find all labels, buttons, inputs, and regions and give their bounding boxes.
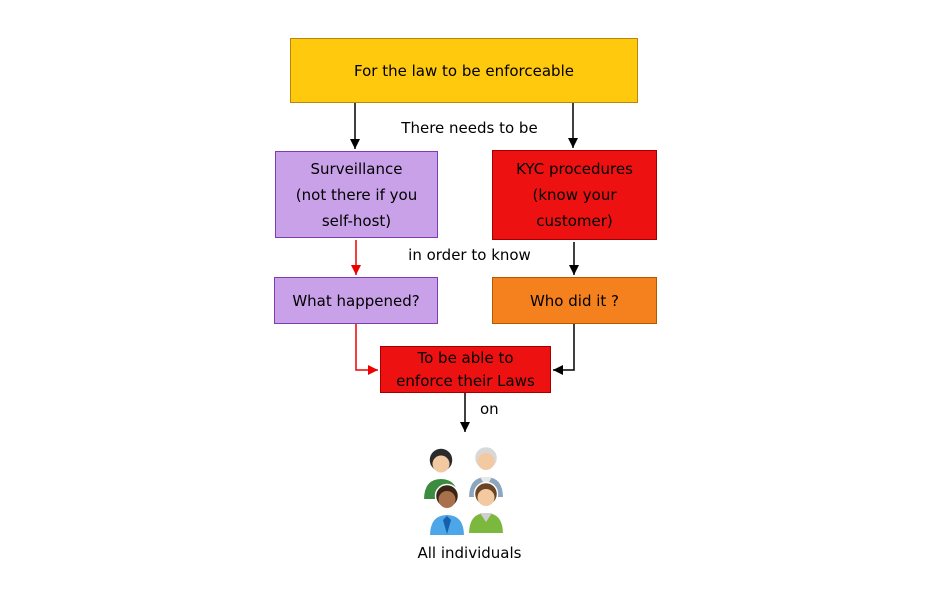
- arrow-what-to-enforce: [355, 324, 378, 375]
- node-label-line: To be able to: [417, 348, 514, 367]
- node-label-line: Surveillance: [310, 159, 403, 178]
- edge-label-in-order-to-know: in order to know: [408, 246, 531, 264]
- node-label-line: self-host): [321, 211, 392, 230]
- node-label-line: enforce their Laws: [396, 371, 535, 390]
- arrow-who-to-enforce: [553, 324, 575, 375]
- edge-label-on: on: [480, 400, 499, 418]
- people-group-icon: [421, 445, 506, 537]
- node-law-enforceable: For the law to be enforceable: [290, 38, 638, 103]
- node-who-did-it: Who did it ?: [492, 277, 657, 324]
- node-label: For the law to be enforceable: [354, 61, 574, 80]
- node-label-line: (know your: [532, 186, 617, 204]
- node-surveillance: Surveillance (not there if you self-host…: [275, 151, 438, 238]
- node-enforce-laws: To be able to enforce their Laws: [380, 346, 551, 393]
- node-label: Who did it ?: [529, 291, 620, 310]
- edge-label-there-needs-to-be: There needs to be: [401, 119, 538, 137]
- node-label: What happened?: [292, 291, 420, 310]
- node-what-happened: What happened?: [274, 277, 438, 324]
- person-green-man-icon: [466, 481, 506, 535]
- node-kyc-procedures: KYC procedures (know your customer): [492, 150, 657, 240]
- node-label-line: customer): [536, 212, 613, 230]
- node-label-line: KYC procedures: [516, 160, 633, 178]
- person-tie-man-icon: [427, 483, 467, 537]
- node-label-line: (not there if you: [295, 185, 418, 204]
- caption-all-individuals: All individuals: [417, 544, 522, 562]
